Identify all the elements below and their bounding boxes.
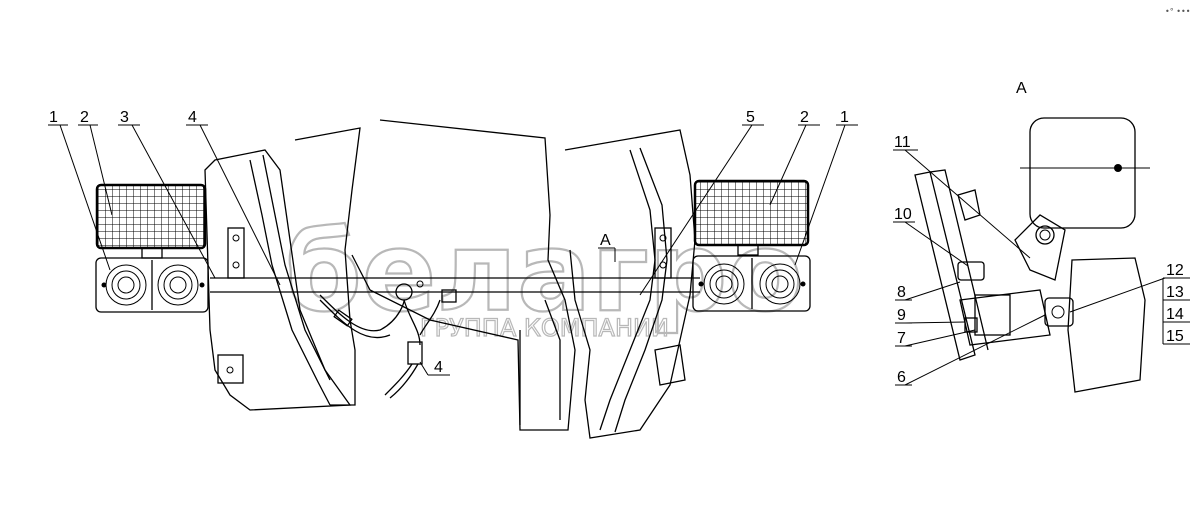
detail-view-a [914, 117, 1150, 393]
callout-7: 7 [897, 330, 906, 347]
cab-left-body [204, 119, 576, 431]
right-rear-lamp [692, 255, 811, 312]
callout-15: 15 [1166, 328, 1184, 345]
callout-4-top: 4 [188, 109, 197, 126]
callout-10: 10 [894, 206, 912, 223]
callout-8: 8 [897, 284, 906, 301]
callout-3-left: 3 [120, 109, 129, 126]
callout-9: 9 [897, 307, 906, 324]
mounting-bar [210, 227, 700, 303]
callout-2-right: 2 [800, 109, 809, 126]
watermark-subtitle: ГРУППА КОМПАНИИ [420, 314, 669, 342]
callout-11: 11 [894, 134, 911, 151]
callout-1-right: 1 [840, 109, 849, 126]
view-a-marker: A [600, 232, 611, 249]
right-work-lamp [693, 179, 810, 256]
detail-view-title: A [1016, 80, 1027, 97]
callout-2-left: 2 [80, 109, 89, 126]
wiring-harness [319, 294, 441, 399]
left-rear-lamp [95, 257, 209, 313]
callout-14: 14 [1166, 306, 1184, 323]
callout-1-left: 1 [49, 109, 58, 126]
left-work-lamp [95, 183, 207, 259]
callout-12: 12 [1166, 262, 1184, 279]
callout-labels: 1 2 3 4 4 A 5 2 1 A 11 10 8 9 7 6 12 13 … [49, 7, 1190, 386]
callout-4-bottom: 4 [434, 359, 443, 376]
callout-6: 6 [897, 369, 906, 386]
leader-lines [48, 124, 1190, 386]
corner-mark: •° ••• [1165, 7, 1190, 16]
callout-13: 13 [1166, 284, 1184, 301]
cab-right-body [564, 129, 696, 439]
callout-5-right: 5 [746, 109, 755, 126]
